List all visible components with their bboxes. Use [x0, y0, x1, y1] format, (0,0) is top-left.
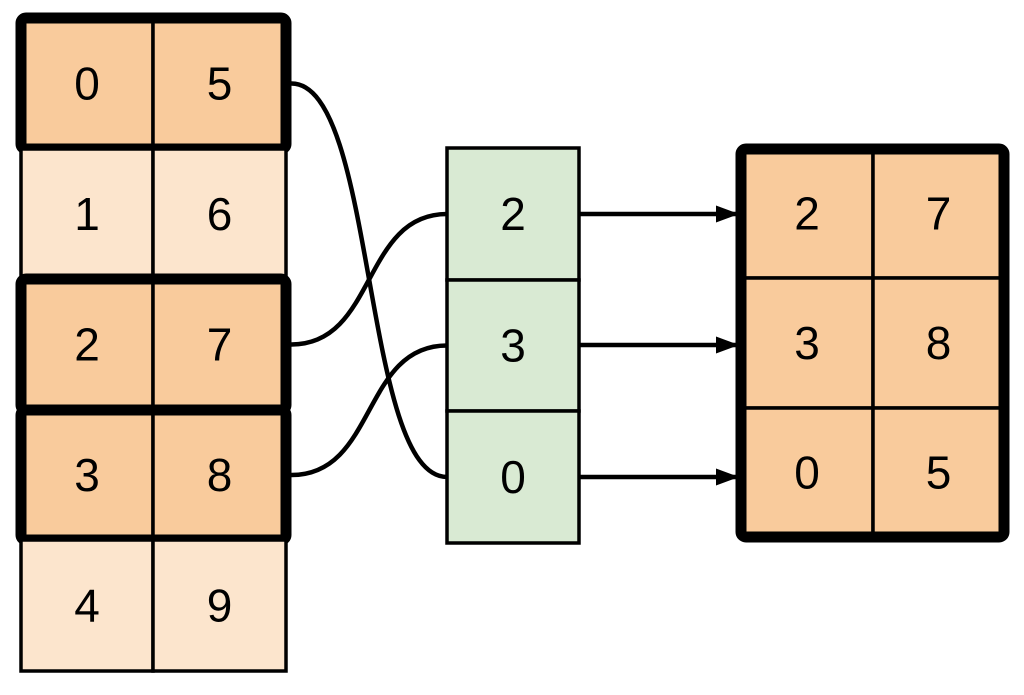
curve-row2-to-index2 [291, 211, 448, 347]
source-cell-value: 5 [207, 58, 233, 110]
index-cell-value: 3 [500, 320, 526, 372]
result-table: 2 7 3 8 0 5 [735, 143, 1010, 543]
source-cell-value: 6 [207, 188, 233, 240]
source-table: 0 5 1 6 2 7 3 [15, 12, 292, 673]
result-cell-value: 3 [794, 317, 820, 369]
source-cell-r1c1 [151, 147, 288, 281]
index-cell-value: 2 [500, 188, 526, 240]
source-table-row-4: 4 9 [19, 538, 288, 673]
result-cell-value: 2 [794, 188, 820, 240]
index-cell-value: 0 [500, 451, 526, 503]
result-cell-r1c1 [871, 276, 1006, 410]
index-column: 2 3 0 [445, 146, 581, 545]
source-cell-value: 0 [74, 58, 100, 110]
index-cell-2 [445, 409, 581, 545]
source-cell-value: 8 [207, 449, 233, 501]
source-table-row-2: 2 7 [15, 273, 292, 416]
source-cell-value: 9 [207, 580, 233, 632]
source-cell-r0c0 [19, 16, 155, 151]
source-table-row-0: 0 5 [15, 12, 292, 155]
result-cell-value: 5 [926, 447, 952, 499]
result-table-outer-border [735, 143, 1010, 543]
source-cell-value: 7 [207, 319, 233, 371]
curve-row3-to-index3 [291, 343, 448, 478]
source-to-index-curves [291, 81, 448, 480]
source-cell-value: 3 [74, 449, 100, 501]
result-cell-r2c0 [739, 406, 875, 539]
source-table-row-3: 3 8 [15, 404, 292, 546]
result-cell-value: 7 [926, 188, 952, 240]
source-cell-r4c1 [151, 538, 288, 673]
index-to-result-arrows [579, 205, 739, 486]
index-cell-0 [445, 146, 581, 282]
result-cell-r2c1 [871, 406, 1006, 539]
source-table-row-1: 1 6 [19, 147, 288, 281]
result-cell-r1c0 [739, 276, 875, 410]
result-cell-value: 8 [926, 317, 952, 369]
result-cell-value: 0 [794, 447, 820, 499]
source-cell-value: 1 [74, 188, 100, 240]
source-cell-value: 2 [74, 319, 100, 371]
source-cell-value: 4 [74, 580, 100, 632]
source-cell-r4c0 [19, 538, 155, 673]
